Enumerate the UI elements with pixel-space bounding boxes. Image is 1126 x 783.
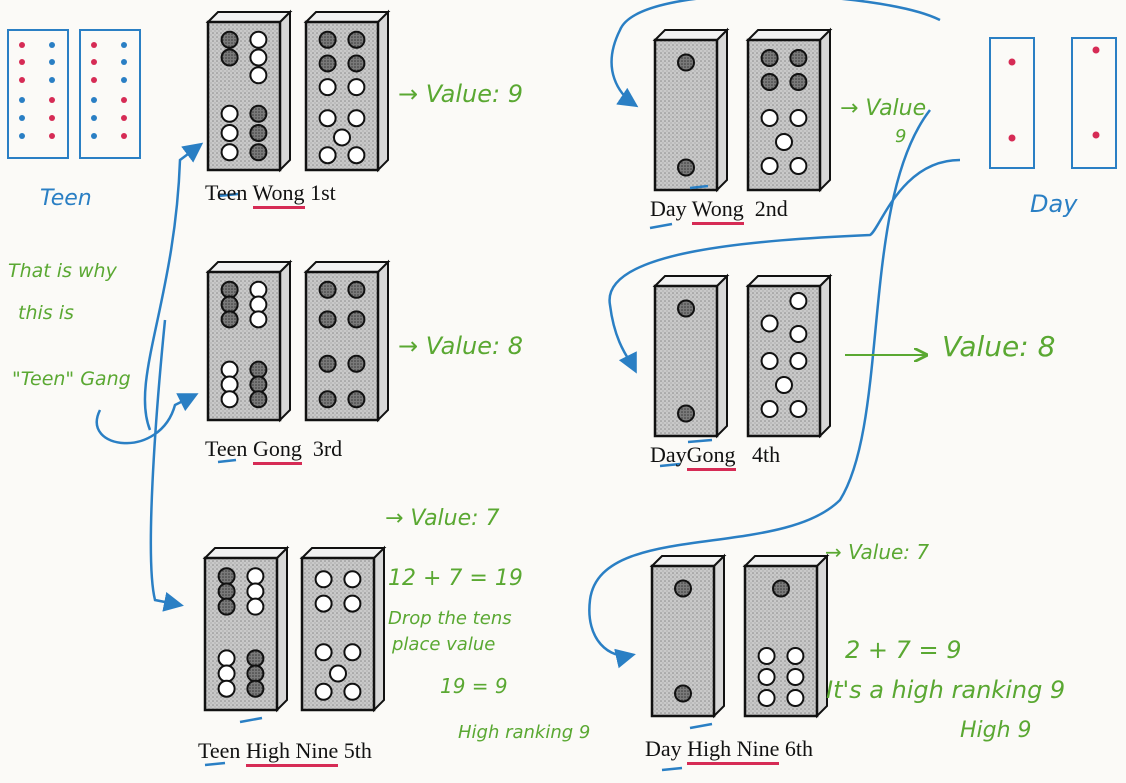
caption-day-wong-b: Wong	[691, 196, 744, 225]
caption-teen-wong-c: 1st	[310, 180, 336, 205]
tile-teen-wong-left	[205, 9, 293, 173]
tile-teen-gong-left	[205, 259, 293, 423]
tile-teen-wong-right	[303, 9, 391, 173]
caption-teen-wong-a: Teen	[205, 180, 248, 205]
teen-legend-label: Teen	[40, 186, 92, 211]
caption-day-gong-b: Gong	[686, 442, 736, 471]
caption-teen-wong-b: Wong	[252, 180, 305, 209]
caption-day-gong-a: Day	[650, 442, 687, 467]
caption-day-wong: Day Wong 2nd	[650, 196, 788, 225]
tile-day-high-nine-left	[649, 553, 727, 719]
day-legend-tiles	[989, 37, 1117, 169]
tile-day-high-nine-right	[742, 553, 830, 719]
caption-teen-high-nine-b: High Nine	[245, 738, 339, 767]
value-day-wong-line1: → Value	[840, 96, 927, 121]
teen-high-nine-line1: Drop the tens	[388, 608, 512, 629]
teen-high-nine-line3: 19 = 9	[440, 674, 508, 698]
blue-arrows	[95, 0, 961, 669]
teen-high-nine-eq: 12 + 7 = 19	[388, 566, 523, 591]
tile-day-gong-left	[652, 273, 730, 439]
caption-teen-gong-a: Teen	[205, 436, 248, 461]
tile-teen-high-nine-left	[202, 545, 290, 713]
caption-day-gong-c: 4th	[752, 442, 781, 467]
caption-teen-gong: Teen Gong 3rd	[205, 436, 343, 465]
caption-teen-high-nine-c: 5th	[343, 738, 372, 763]
caption-day-wong-a: Day	[650, 196, 687, 221]
caption-day-gong: DayGong 4th	[650, 442, 781, 471]
note-left-line2: this is	[18, 302, 74, 324]
caption-teen-gong-c: 3rd	[312, 436, 343, 461]
day-legend-label: Day	[1030, 190, 1078, 218]
caption-day-high-nine-b: High Nine	[687, 736, 780, 765]
day-high-nine-line1: It's a high ranking 9	[826, 676, 1066, 704]
day-high-nine-eq: 2 + 7 = 9	[845, 636, 962, 664]
teen-high-nine-line4: High ranking 9	[458, 722, 591, 743]
caption-day-high-nine-a: Day	[645, 736, 682, 761]
tile-day-gong-right	[745, 273, 833, 439]
caption-day-wong-c: 2nd	[754, 196, 788, 221]
value-day-wong-line2: 9	[895, 126, 907, 147]
tile-teen-high-nine-right	[299, 545, 387, 713]
value-day-gong: Value: 8	[942, 330, 1056, 363]
tile-teen-gong-right	[303, 259, 391, 423]
note-left-line3: "Teen" Gang	[12, 368, 131, 390]
value-day-high-nine: → Value: 7	[825, 540, 930, 564]
caption-day-high-nine: Day High Nine 6th	[645, 736, 814, 765]
caption-teen-gong-b: Gong	[252, 436, 302, 465]
tile-day-wong-left	[652, 27, 730, 193]
teen-legend-tiles	[7, 29, 141, 159]
value-teen-high-nine: → Value: 7	[385, 506, 500, 531]
value-teen-wong: → Value: 9	[398, 80, 523, 108]
value-teen-gong: → Value: 8	[398, 332, 523, 360]
tile-day-wong-right	[745, 27, 833, 193]
day-high-nine-line2: High 9	[960, 718, 1032, 743]
blue-accents	[204, 184, 713, 772]
caption-teen-wong: Teen Wong 1st	[205, 180, 336, 209]
note-left-line1: That is why	[8, 260, 117, 282]
caption-teen-high-nine: Teen High Nine 5th	[198, 738, 372, 767]
caption-teen-high-nine-a: Teen	[198, 738, 241, 763]
teen-high-nine-line2: place value	[392, 634, 496, 655]
caption-day-high-nine-c: 6th	[784, 736, 814, 761]
